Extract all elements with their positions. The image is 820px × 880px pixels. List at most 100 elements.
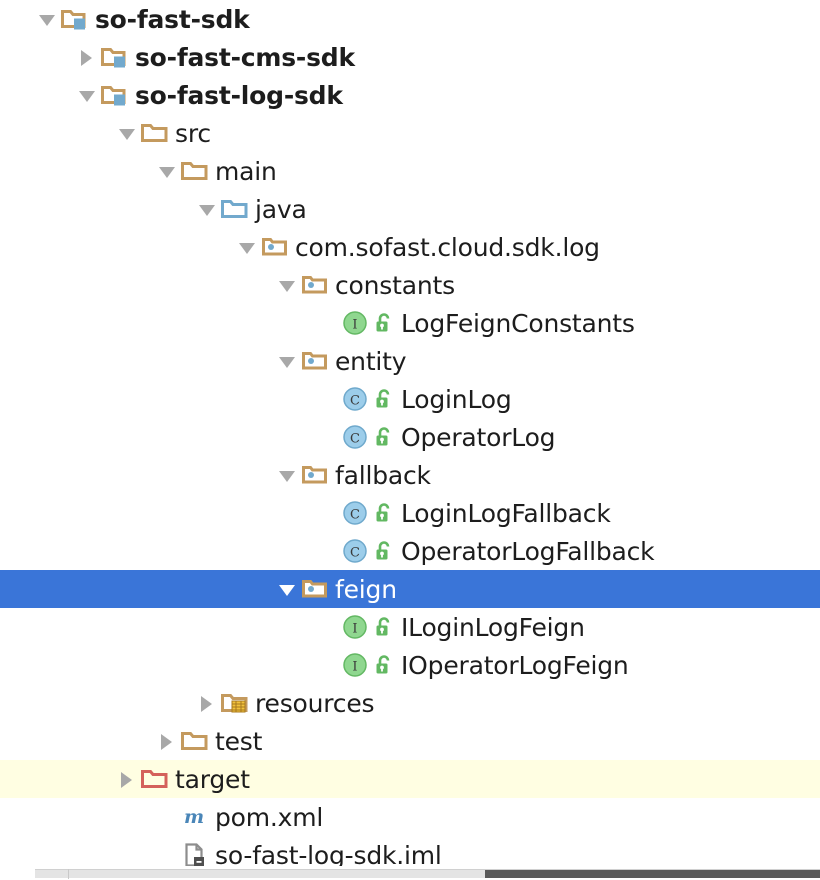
tree-row-label: fallback (335, 460, 431, 490)
twisty-spacer (154, 798, 180, 836)
class-icon: C (340, 498, 370, 528)
class-icon: C (340, 384, 370, 414)
interface-icon: I (340, 308, 370, 338)
excluded-folder-icon (140, 764, 170, 794)
tree-row-label: IOperatorLogFeign (401, 650, 629, 680)
tree-row[interactable]: entity (0, 342, 820, 380)
tree-row[interactable]: java (0, 190, 820, 228)
chevron-down-icon[interactable] (274, 570, 300, 608)
chevron-right-icon[interactable] (74, 38, 100, 76)
svg-text:C: C (350, 508, 360, 523)
chevron-down-icon[interactable] (234, 228, 260, 266)
package-folder-icon (300, 574, 330, 604)
svg-text:C: C (350, 394, 360, 409)
interface-icon: I (340, 612, 370, 642)
tree-row[interactable]: I LogFeignConstants (0, 304, 820, 342)
tree-row-label: test (215, 726, 263, 756)
tree-row-label: OperatorLog (401, 422, 556, 452)
unlocked-icon (372, 499, 396, 527)
svg-text:I: I (352, 660, 357, 675)
tree-row[interactable]: I IOperatorLogFeign (0, 646, 820, 684)
chevron-right-icon[interactable] (194, 684, 220, 722)
chevron-down-icon[interactable] (114, 114, 140, 152)
svg-text:C: C (350, 432, 360, 447)
horizontal-scrollbar[interactable] (0, 866, 820, 880)
tree-row[interactable]: so-fast-cms-sdk (0, 38, 820, 76)
twisty-spacer (314, 532, 340, 570)
tree-row-label: java (255, 194, 307, 224)
tree-row-label: LoginLog (401, 384, 512, 414)
svg-text:I: I (352, 318, 357, 333)
tree-row-label: src (175, 118, 211, 148)
package-folder-icon (300, 270, 330, 300)
twisty-spacer (314, 608, 340, 646)
tree-row[interactable]: m pom.xml (0, 798, 820, 836)
module-folder-icon (100, 42, 130, 72)
tree-row-label: so-fast-cms-sdk (135, 42, 355, 72)
unlocked-icon (372, 537, 396, 565)
svg-text:m: m (184, 806, 204, 828)
interface-icon: I (340, 650, 370, 680)
tree-row[interactable]: target (0, 760, 820, 798)
chevron-down-icon[interactable] (34, 0, 60, 38)
tree-row-label: ILoginLogFeign (401, 612, 585, 642)
tree-row[interactable]: fallback (0, 456, 820, 494)
tree-row-label: entity (335, 346, 407, 376)
chevron-right-icon[interactable] (154, 722, 180, 760)
chevron-right-icon[interactable] (114, 760, 140, 798)
class-icon: C (340, 422, 370, 452)
chevron-down-icon[interactable] (154, 152, 180, 190)
tree-row-label: LogFeignConstants (401, 308, 635, 338)
tree-row-label: so-fast-log-sdk.iml (215, 840, 442, 870)
chevron-down-icon[interactable] (274, 342, 300, 380)
unlocked-icon (372, 423, 396, 451)
tree-row[interactable]: so-fast-log-sdk.iml (0, 836, 820, 874)
tree-row[interactable]: C OperatorLog (0, 418, 820, 456)
tree-row[interactable]: feign (0, 570, 820, 608)
twisty-spacer (314, 646, 340, 684)
chevron-down-icon[interactable] (194, 190, 220, 228)
resources-folder-icon (220, 688, 250, 718)
tree-row-label: pom.xml (215, 802, 324, 832)
tree-row-label: feign (335, 574, 397, 604)
tree-row-label: LoginLogFallback (401, 498, 611, 528)
folder-icon (180, 156, 210, 186)
twisty-spacer (314, 380, 340, 418)
folder-icon (180, 726, 210, 756)
chevron-down-icon[interactable] (274, 456, 300, 494)
unlocked-icon (372, 613, 396, 641)
tree-row[interactable]: main (0, 152, 820, 190)
twisty-spacer (314, 494, 340, 532)
package-folder-icon (300, 460, 330, 490)
tree-row[interactable]: so-fast-sdk (0, 0, 820, 38)
tree-row[interactable]: C LoginLog (0, 380, 820, 418)
scrollbar-thumb[interactable] (485, 870, 820, 878)
chevron-down-icon[interactable] (74, 76, 100, 114)
scrollbar-track[interactable] (35, 869, 820, 878)
tree-row[interactable]: resources (0, 684, 820, 722)
svg-text:I: I (352, 622, 357, 637)
source-folder-icon (220, 194, 250, 224)
tree-row-label: com.sofast.cloud.sdk.log (295, 232, 600, 262)
tree-row[interactable]: constants (0, 266, 820, 304)
tree-row[interactable]: test (0, 722, 820, 760)
tree-row[interactable]: com.sofast.cloud.sdk.log (0, 228, 820, 266)
tree-row[interactable]: I ILoginLogFeign (0, 608, 820, 646)
class-icon: C (340, 536, 370, 566)
maven-icon: m (180, 802, 210, 832)
scrollbar-divider (68, 869, 69, 879)
tree-row[interactable]: src (0, 114, 820, 152)
tree-row-label: resources (255, 688, 375, 718)
chevron-down-icon[interactable] (274, 266, 300, 304)
tree-row[interactable]: C LoginLogFallback (0, 494, 820, 532)
tree-row-label: main (215, 156, 277, 186)
module-folder-icon (100, 80, 130, 110)
unlocked-icon (372, 651, 396, 679)
iml-file-icon (180, 840, 210, 870)
package-folder-icon (300, 346, 330, 376)
tree-row[interactable]: so-fast-log-sdk (0, 76, 820, 114)
package-folder-icon (260, 232, 290, 262)
tree-row-label: so-fast-log-sdk (135, 80, 343, 110)
